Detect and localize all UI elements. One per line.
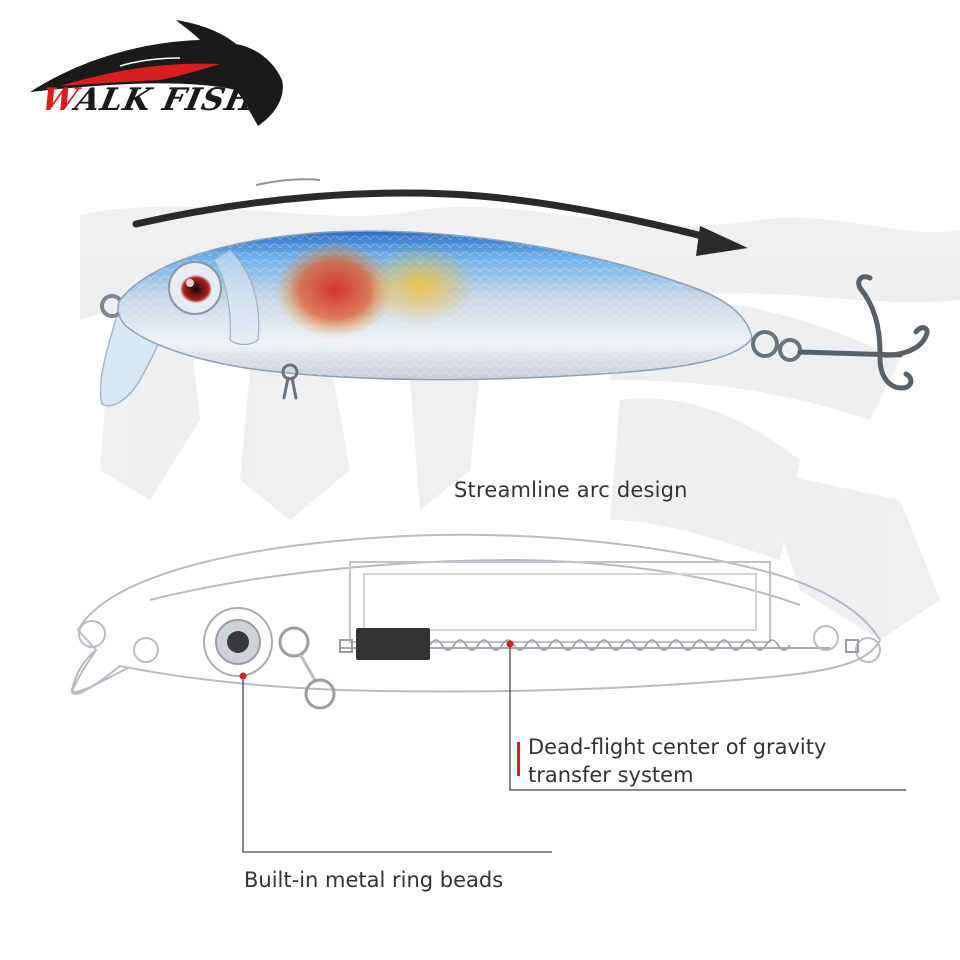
streamline-arrow (132, 178, 748, 256)
deadflight-label: Dead-flight center of gravity transfer s… (528, 733, 826, 789)
deadflight-marker (506, 640, 514, 648)
brand-wordmark: WALK FISH (38, 82, 259, 118)
beads-label: Built-in metal ring beads (244, 868, 504, 892)
deadflight-label-line2: transfer system (528, 763, 694, 787)
callout-lines (242, 644, 906, 853)
deadflight-label-line1: Dead-flight center of gravity (528, 735, 827, 759)
walkfish-logo-icon (30, 20, 283, 126)
deadflight-red-tick (517, 742, 520, 776)
tungsten-weight (356, 628, 430, 660)
streamline-label: Streamline arc design (454, 478, 688, 502)
lure-schematic (70, 533, 882, 710)
beads-marker (239, 672, 247, 680)
brand-wordmark-rest: ALK FISH (72, 82, 260, 118)
lure-body (99, 230, 802, 407)
treble-hook (797, 274, 930, 391)
